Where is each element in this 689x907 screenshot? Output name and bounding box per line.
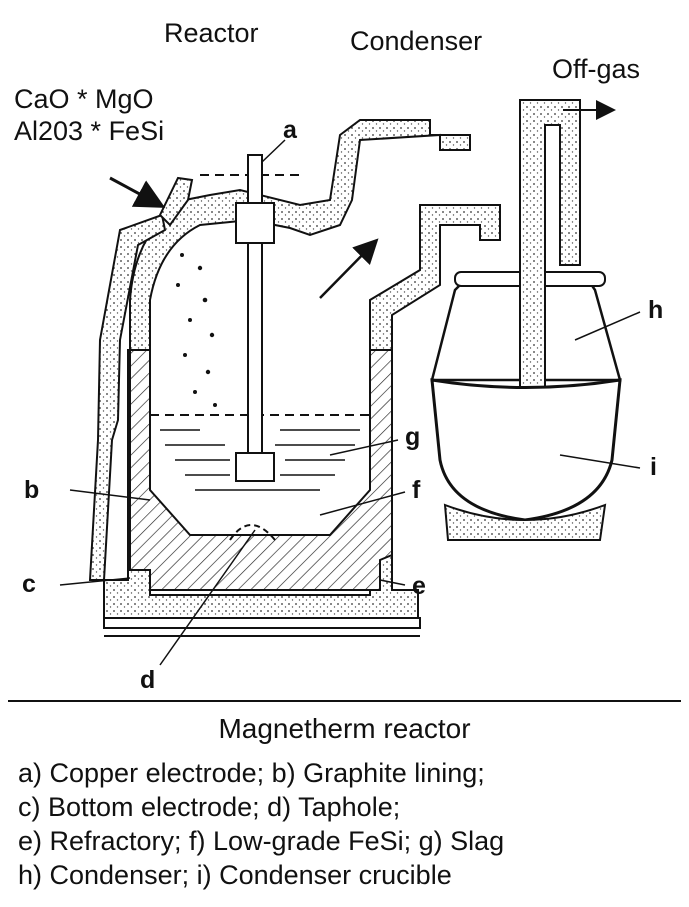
copper-electrode <box>235 154 275 482</box>
magnetherm-diagram <box>59 99 641 666</box>
feed-label-line1: CaO * MgO <box>14 84 154 114</box>
callout-e: e <box>412 572 426 600</box>
feed-chute <box>158 176 194 227</box>
caption-title: Magnetherm reactor <box>218 713 471 744</box>
divider-line <box>8 700 681 702</box>
legend-line-3: e) Refractory; f) Low-grade FeSi; g) Sla… <box>18 826 505 856</box>
feed-label-line2: Al203 * FeSi <box>14 116 165 146</box>
crucible-base <box>443 503 607 541</box>
callout-f: f <box>412 476 421 504</box>
reactor-label: Reactor <box>164 18 259 48</box>
callout-c: c <box>22 570 36 598</box>
condenser-crucible <box>430 378 622 522</box>
legend-line-4: h) Condenser; i) Condenser crucible <box>18 860 452 890</box>
condenser-duct <box>369 204 501 351</box>
callout-h: h <box>648 296 664 324</box>
leader-lines <box>59 139 641 666</box>
callout-g: g <box>405 423 421 451</box>
callout-a: a <box>283 116 297 144</box>
offgas-label: Off-gas <box>552 54 641 84</box>
callout-d: d <box>140 666 156 694</box>
side-pipe <box>88 213 167 581</box>
base-plate <box>103 617 421 637</box>
diagram-drawing <box>59 99 641 666</box>
charge-particles <box>176 253 217 407</box>
slag-layer <box>160 429 360 491</box>
callout-i: i <box>650 453 657 481</box>
callout-b: b <box>24 476 40 504</box>
condenser-label: Condenser <box>350 26 483 56</box>
legend-line-1: a) Copper electrode; b) Graphite lining; <box>18 758 485 788</box>
legend-line-2: c) Bottom electrode; d) Taphole; <box>18 792 401 822</box>
